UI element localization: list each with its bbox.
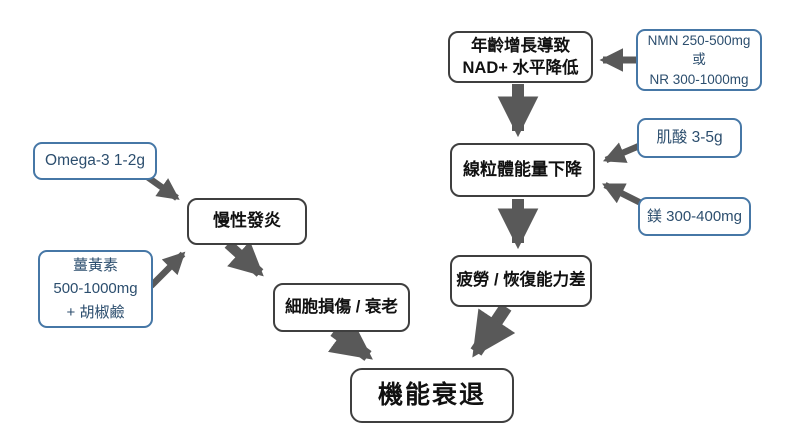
node-fatigue: 疲勞 / 恢復能力差 — [450, 255, 592, 307]
arrow-cell-to-decline — [327, 319, 373, 361]
supplement-omega3: Omega-3 1-2g — [33, 142, 157, 180]
supplement-magnesium-label: 鎂 300-400mg — [646, 207, 743, 225]
node-nad-decline: 年齡增長導致 NAD+ 水平降低 — [448, 31, 593, 83]
node-functional-decline: 機能衰退 — [350, 368, 514, 423]
supplement-curcumin: 薑黃素 500-1000mg + 胡椒鹼 — [38, 250, 153, 328]
supplement-nmn: NMN 250-500mg 或 NR 300-1000mg — [636, 29, 762, 91]
arrow-creatine-to-mito — [602, 142, 641, 163]
node-cell-damage: 細胞損傷 / 衰老 — [273, 283, 410, 332]
supplement-nmn-line3: NR 300-1000mg — [649, 71, 749, 87]
supplement-nmn-line1: NMN 250-500mg — [647, 33, 751, 49]
node-mito-energy-label: 線粒體能量下降 — [463, 159, 582, 179]
arrow-inflammation-to-cell — [224, 240, 264, 277]
supplement-curcumin-line1: 薑黃素 — [72, 257, 118, 275]
supplement-nmn-line2: 或 — [692, 52, 706, 68]
supplement-omega3-label: Omega-3 1-2g — [45, 151, 145, 169]
node-cell-damage-label: 細胞損傷 / 衰老 — [285, 297, 398, 316]
arrow-fatigue-to-decline — [470, 303, 516, 358]
node-chronic-inflammation-label: 慢性發炎 — [213, 211, 281, 231]
node-chronic-inflammation: 慢性發炎 — [187, 198, 307, 245]
node-functional-decline-label: 機能衰退 — [377, 381, 486, 410]
supplement-magnesium: 鎂 300-400mg — [638, 197, 751, 236]
supplement-creatine: 肌酸 3-5g — [637, 118, 742, 158]
supplement-curcumin-line3: + 胡椒鹼 — [66, 303, 125, 321]
supplement-creatine-label: 肌酸 3-5g — [656, 128, 723, 146]
node-fatigue-label: 疲勞 / 恢復能力差 — [456, 271, 586, 290]
arrow-curcumin-to-inflammation — [148, 251, 186, 289]
arrow-omega3-to-inflammation — [144, 173, 180, 201]
supplement-curcumin-line2: 500-1000mg — [53, 280, 138, 298]
node-nad-decline-line1: 年齡增長導致 — [471, 36, 570, 55]
arrow-magnesium-to-mito — [602, 182, 643, 206]
node-mito-energy: 線粒體能量下降 — [450, 143, 595, 197]
node-nad-decline-line2: NAD+ 水平降低 — [462, 59, 579, 77]
